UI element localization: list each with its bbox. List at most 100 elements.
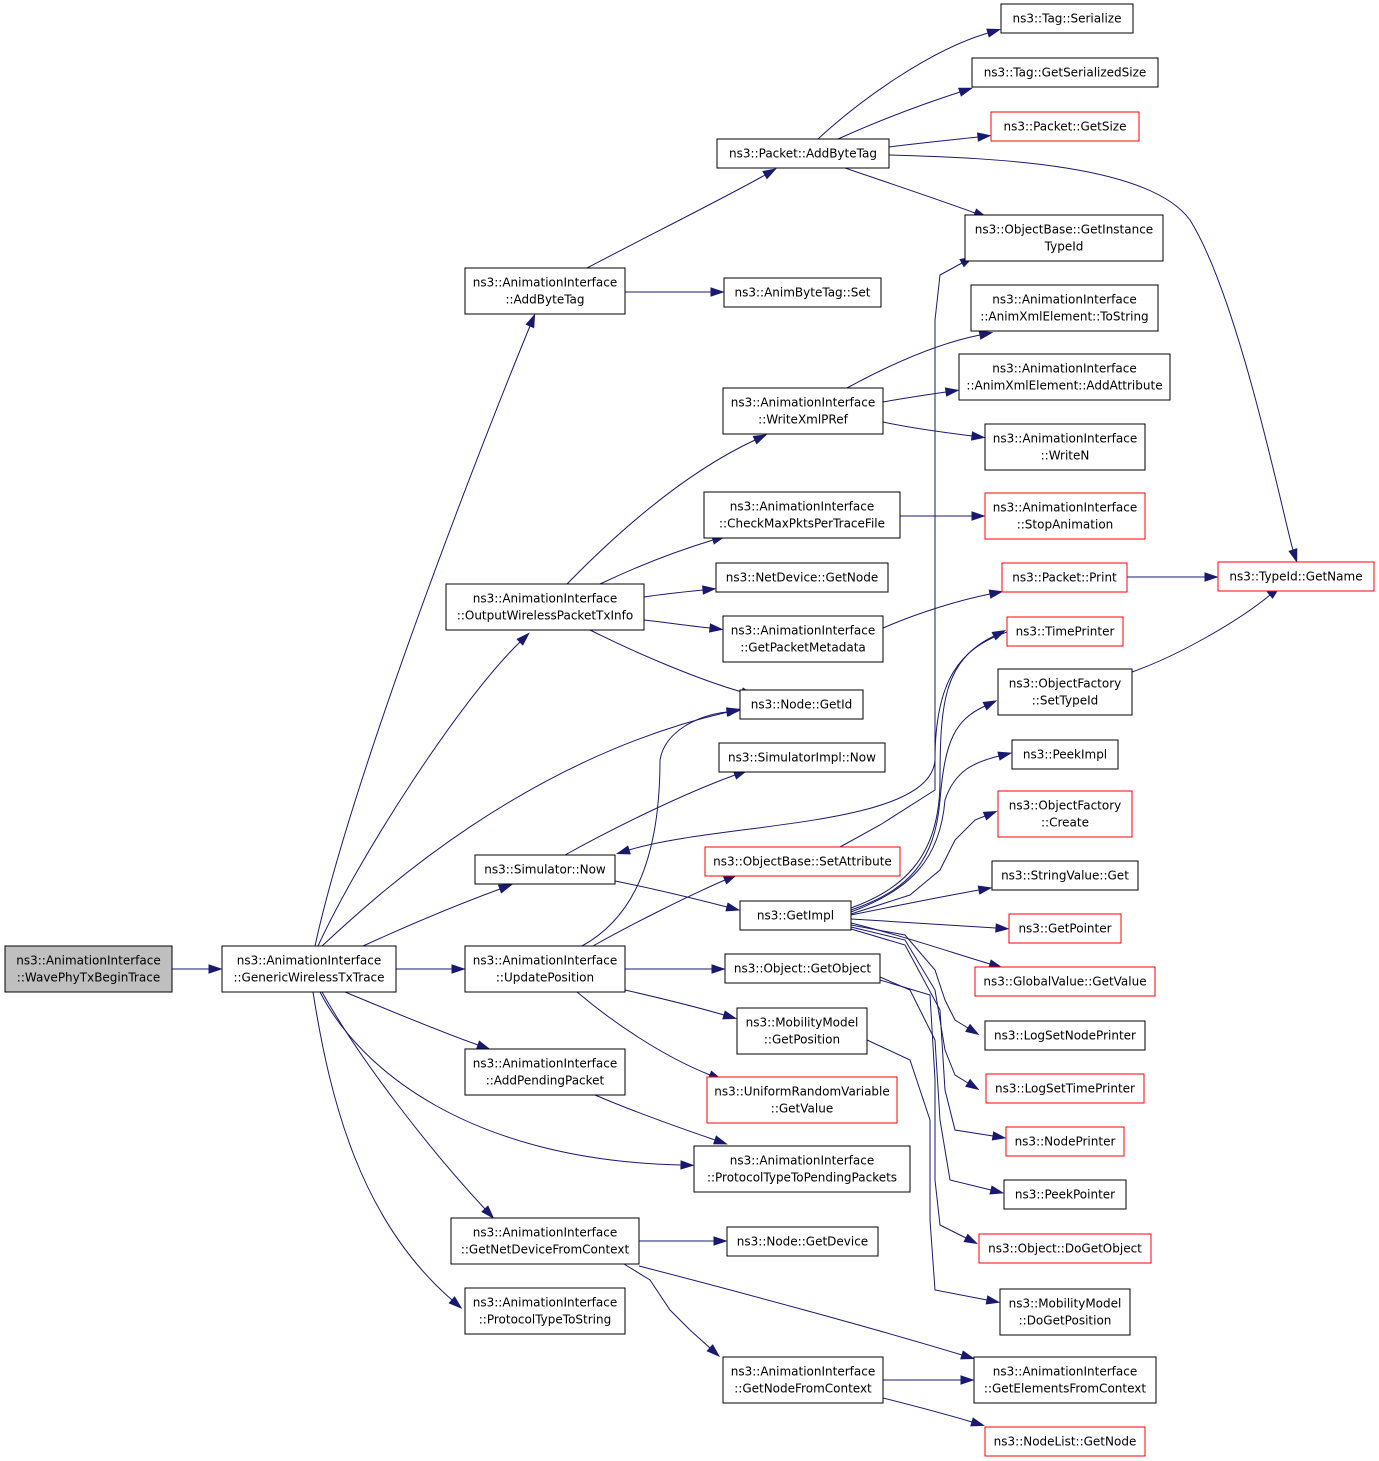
node-stopanim[interactable]: ns3::AnimationInterface::StopAnimation [984, 492, 1146, 540]
node-box [718, 742, 886, 773]
node-checkmax[interactable]: ns3::AnimationInterface::CheckMaxPktsPer… [703, 491, 901, 539]
arrowhead-icon [991, 630, 1007, 641]
node-globval_getvalue[interactable]: ns3::GlobalValue::GetValue [974, 966, 1156, 997]
node-getnodectx[interactable]: ns3::AnimationInterface::GetNodeFromCont… [722, 1356, 884, 1404]
node-label: ::GetElementsFromContext [984, 1382, 1146, 1396]
node-peekpointer[interactable]: ns3::PeekPointer [1003, 1179, 1127, 1210]
edge-pkt_print-to-typeid_getname [1127, 572, 1219, 582]
edge-line [850, 635, 995, 909]
node-label: ::WriteXmlPRef [758, 413, 848, 427]
node-label: ::OutputWirelessPacketTxInfo [457, 609, 633, 623]
node-obj_dogetobject[interactable]: ns3::Object::DoGetObject [978, 1233, 1152, 1264]
node-label: ns3::ObjectBase::GetInstance [975, 223, 1153, 237]
arrowhead-icon [978, 330, 994, 340]
node-label: ns3::Simulator::Now [484, 863, 606, 877]
node-animbytetag_set[interactable]: ns3::AnimByteTag::Set [723, 277, 882, 308]
node-nodeprinter[interactable]: ns3::NodePrinter [1005, 1126, 1125, 1157]
node-label: ::CheckMaxPktsPerTraceFile [719, 517, 885, 531]
edge-line [837, 91, 961, 140]
node-xml_tostring[interactable]: ns3::AnimationInterface::AnimXmlElement:… [970, 284, 1159, 332]
node-logsetnodeprinter[interactable]: ns3::LogSetNodePrinter [984, 1020, 1146, 1051]
node-tag_serialize[interactable]: ns3::Tag::Serialize [1000, 3, 1134, 34]
node-label: ns3::GetPointer [1018, 922, 1111, 936]
arrowhead-icon [525, 313, 536, 329]
node-label: ::GetNodeFromContext [734, 1382, 872, 1396]
arrowhead-icon [713, 1135, 728, 1145]
node-logsettimeprinter[interactable]: ns3::LogSetTimePrinter [985, 1073, 1145, 1104]
node-prototostr[interactable]: ns3::AnimationInterface::ProtocolTypeToS… [464, 1287, 626, 1335]
node-pkt_getsize[interactable]: ns3::Packet::GetSize [990, 111, 1140, 142]
node-wave: ns3::AnimationInterface::WavePhyTxBeginT… [4, 945, 173, 993]
arrowhead-icon [516, 632, 530, 646]
node-simnow[interactable]: ns3::Simulator::Now [474, 854, 616, 885]
node-label: ns3::TimePrinter [1016, 625, 1115, 639]
node-getpointer[interactable]: ns3::GetPointer [1008, 913, 1122, 944]
node-box [464, 1048, 626, 1096]
edge-line [592, 879, 726, 947]
node-objbase_setattr[interactable]: ns3::ObjectBase::SetAttribute [704, 846, 901, 877]
node-box [474, 854, 616, 885]
node-box [984, 1426, 1146, 1457]
edge-writexmlpref-to-writen [882, 421, 986, 441]
node-getnetdev[interactable]: ns3::AnimationInterface::GetNetDeviceFro… [450, 1217, 640, 1265]
arrowhead-icon [722, 874, 738, 885]
node-pkt_print[interactable]: ns3::Packet::Print [1001, 562, 1128, 593]
node-outwptx[interactable]: ns3::AnimationInterface::OutputWirelessP… [445, 583, 645, 631]
node-objfact_settypeid[interactable]: ns3::ObjectFactory::SetTypeId [997, 668, 1133, 716]
node-box [970, 284, 1159, 332]
node-label: ns3::AnimationInterface [992, 293, 1136, 307]
node-label: ns3::LogSetTimePrinter [995, 1082, 1135, 1096]
node-getelemctx[interactable]: ns3::AnimationInterface::GetElementsFrom… [973, 1356, 1157, 1404]
node-peekimpl[interactable]: ns3::PeekImpl [1011, 739, 1119, 770]
node-typeid_getname[interactable]: ns3::TypeId::GetName [1217, 561, 1375, 592]
node-writen[interactable]: ns3::AnimationInterface::WriteN [984, 423, 1146, 471]
node-urv_getvalue[interactable]: ns3::UniformRandomVariable::GetValue [706, 1076, 898, 1124]
node-box [715, 562, 889, 593]
node-box [4, 945, 173, 993]
arrowhead-icon [991, 1131, 1007, 1141]
node-netdev_getnode[interactable]: ns3::NetDevice::GetNode [715, 562, 889, 593]
node-simimpl_now[interactable]: ns3::SimulatorImpl::Now [718, 742, 886, 773]
node-pkt_addbytetag[interactable]: ns3::Packet::AddByteTag [716, 138, 890, 169]
arrowhead-icon [725, 902, 741, 912]
edges-layer [172, 28, 1298, 1427]
node-getpktmeta[interactable]: ns3::AnimationInterface::GetPacketMetada… [722, 615, 884, 663]
node-nodelist_getnode[interactable]: ns3::NodeList::GetNode [984, 1426, 1146, 1457]
arrowhead-icon [960, 1350, 975, 1360]
node-mob_getpos[interactable]: ns3::MobilityModel::GetPosition [736, 1007, 868, 1055]
node-mob_dogetpos[interactable]: ns3::MobilityModel::DoGetPosition [999, 1288, 1131, 1336]
node-label: ns3::AnimationInterface [731, 396, 875, 410]
node-box [1006, 616, 1124, 647]
node-node_getdevice[interactable]: ns3::Node::GetDevice [726, 1226, 879, 1257]
node-prototopend[interactable]: ns3::AnimationInterface::ProtocolTypeToP… [693, 1145, 911, 1193]
arrowhead-icon [958, 87, 973, 97]
node-label: ns3::AnimationInterface [731, 624, 875, 638]
edge-pkt_addbytetag-to-typeid_getname [888, 154, 1298, 563]
node-addbytetag_ai[interactable]: ns3::AnimationInterface::AddByteTag [464, 267, 626, 315]
node-tag_getsersize[interactable]: ns3::Tag::GetSerializedSize [971, 57, 1159, 88]
edge-simnow-to-simimpl_now [564, 770, 748, 856]
arrowhead-icon [752, 434, 768, 445]
node-node_getid[interactable]: ns3::Node::GetId [739, 689, 864, 720]
edge-line [1131, 594, 1271, 673]
node-box [997, 668, 1133, 716]
node-gwtx[interactable]: ns3::AnimationInterface::GenericWireless… [221, 945, 397, 993]
node-writexmlpref[interactable]: ns3::AnimationInterface::WriteXmlPRef [722, 387, 884, 435]
node-getimpl[interactable]: ns3::GetImpl [739, 900, 852, 931]
edge-line [817, 32, 989, 140]
node-box [464, 1287, 626, 1335]
node-xml_addattr[interactable]: ns3::AnimationInterface::AnimXmlElement:… [958, 353, 1171, 401]
node-obj_getobject[interactable]: ns3::Object::GetObject [724, 953, 881, 984]
node-timeprinter[interactable]: ns3::TimePrinter [1006, 616, 1124, 647]
node-addpend[interactable]: ns3::AnimationInterface::AddPendingPacke… [464, 1048, 626, 1096]
arrowhead-icon [970, 1417, 986, 1427]
node-strval_get[interactable]: ns3::StringValue::Get [991, 860, 1139, 891]
arrowhead-icon [722, 1010, 738, 1020]
edge-line [314, 325, 531, 947]
edge-writexmlpref-to-xml_tostring [846, 330, 994, 389]
node-objfact_create[interactable]: ns3::ObjectFactory::Create [997, 790, 1133, 838]
node-updpos[interactable]: ns3::AnimationInterface::UpdatePosition [464, 945, 626, 993]
edge-line [850, 815, 986, 915]
node-label: ns3::LogSetNodePrinter [994, 1029, 1136, 1043]
